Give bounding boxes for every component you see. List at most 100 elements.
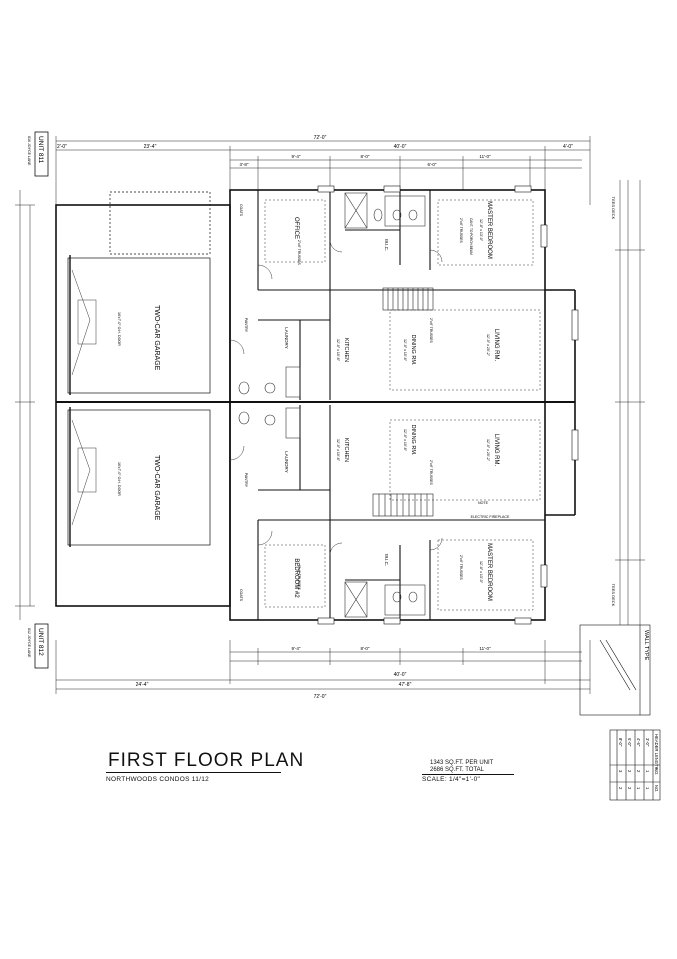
seg-c-dimension-bottom: 11'-0" bbox=[479, 646, 491, 651]
wic-label-bottom: W.I.C. bbox=[384, 554, 389, 566]
unit-tag-box-bottom bbox=[34, 623, 49, 669]
header-table-cell: 3'-0" bbox=[645, 738, 650, 747]
dining-label-top: DINING RM. bbox=[410, 335, 416, 366]
living-dim-top: 12'-0" x 20'-2" bbox=[486, 334, 490, 357]
coats-label-top: COATS bbox=[239, 204, 243, 217]
header-table-cell: 3 bbox=[618, 770, 623, 773]
garage-door-symbols bbox=[71, 269, 97, 526]
trusses-note-master-top: 2"x4" TRUSSES bbox=[459, 218, 463, 244]
header-table-col-no2: NO. bbox=[654, 785, 659, 792]
door-swings bbox=[229, 239, 443, 556]
seg-a-dimension-top: 9'-4" bbox=[292, 154, 301, 159]
top-dimension-lines bbox=[55, 136, 591, 205]
living-dim-bottom: 12'-0" x 20'-2" bbox=[486, 439, 490, 462]
seg-b-dimension-bottom: 8'-0" bbox=[361, 646, 370, 651]
sheet-title: FIRST FLOOR PLAN bbox=[108, 750, 305, 771]
seg-d-dimension-top: 2'-0" bbox=[57, 144, 67, 150]
interior-walls-top bbox=[257, 190, 545, 400]
area-total: 2686 SQ.FT. TOTAL bbox=[430, 767, 485, 773]
trusses-note-living-top: 2"x4" TRUSSES bbox=[429, 318, 433, 344]
stairs-top bbox=[382, 287, 434, 311]
title-underline bbox=[106, 772, 281, 773]
area-per-unit: 1343 SQ.FT. PER UNIT bbox=[430, 760, 494, 766]
right-dimension-bottom: 47'-8" bbox=[399, 682, 412, 688]
garage-dimension-top: 23'-4" bbox=[144, 144, 157, 150]
header-table-col-no1: NO. bbox=[654, 768, 659, 775]
kitchen-label-top: KITCHEN bbox=[343, 338, 349, 362]
header-table-cell: 6'-0" bbox=[627, 738, 632, 747]
header-table-cell: 2 bbox=[627, 770, 632, 773]
pantry-label-bottom: PANTRY bbox=[244, 473, 248, 488]
wic-label-top: W.I.C. bbox=[384, 239, 389, 251]
master-bedroom-label-bottom: MASTER BEDROOM bbox=[486, 543, 492, 601]
bath-fixtures-top bbox=[238, 192, 426, 398]
scale-overline bbox=[422, 774, 514, 775]
wall-type-legend bbox=[579, 624, 651, 716]
header-table-cell: 4'-6" bbox=[636, 738, 641, 747]
bath-fixtures-bottom bbox=[238, 407, 426, 618]
trusses-note-office: 2"x4" TRUSSES bbox=[297, 240, 301, 266]
overall-dimension-bottom: 72'-0" bbox=[314, 694, 327, 700]
dining-label-bottom: DINING RM. bbox=[410, 425, 416, 456]
dining-dim-bottom: 12'-0" x 10'-6" bbox=[403, 429, 407, 452]
header-table-cell: 2 bbox=[636, 770, 641, 773]
header-table-cell: 1 bbox=[636, 787, 641, 790]
office-label: OFFICE bbox=[293, 217, 299, 239]
wall-type-title: WALL TYPE bbox=[643, 630, 649, 661]
trusses-sub-master-top: CANT. TO PORCH BEAM bbox=[469, 218, 473, 255]
windows bbox=[317, 185, 579, 625]
drawing-scale: SCALE: 1/4"=1'-0" bbox=[422, 776, 481, 783]
header-table-cell: 8'-0" bbox=[618, 738, 623, 747]
seg-b-dimension-top: 8'-0" bbox=[361, 154, 370, 159]
garage-door-note-bottom: 16'x7'-0" O.H. DOOR bbox=[117, 462, 121, 496]
garages bbox=[67, 191, 211, 547]
master-bedroom-label-top: MASTER BEDROOM bbox=[486, 201, 492, 259]
stairs-bottom bbox=[372, 493, 434, 517]
trusses-note-bedroom2: 2"x4" TRUSSES bbox=[297, 565, 301, 591]
header-table-cell: 2 bbox=[627, 787, 632, 790]
garage-label-top: TWO-CAR GARAGE bbox=[153, 305, 160, 371]
master-dim-top: 12'-8" x 13'-0" bbox=[479, 219, 483, 242]
seg-e-dimension-top: 3'-8" bbox=[240, 162, 249, 167]
ceiling-outlines-bottom bbox=[264, 419, 541, 611]
deck-label-bottom: TEES DECK bbox=[611, 584, 616, 607]
garage-label-bottom: TWO-CAR GARAGE bbox=[153, 455, 160, 521]
note-label: NOTE bbox=[478, 501, 489, 505]
laundry-label-top: LAUNDRY bbox=[284, 327, 289, 348]
header-table-grid bbox=[609, 729, 661, 801]
unit-label-top: UNIT 811 bbox=[37, 136, 44, 164]
header-table-rows: 3'-0"114'-6"216'-0"228'-0"32 bbox=[618, 738, 650, 790]
header-table-cell: 1 bbox=[645, 787, 650, 790]
fireplace-label: ELECTRIC FIREPLACE bbox=[471, 515, 510, 519]
pantry-label-top: PANTRY bbox=[244, 318, 248, 333]
trusses-note-master-bottom: 2"x4" TRUSSES bbox=[459, 555, 463, 581]
interior-walls-bottom bbox=[257, 405, 545, 620]
living-label-top: LIVING RM. bbox=[493, 329, 499, 362]
house-dimension-bottom: 40'-0" bbox=[394, 672, 407, 678]
overall-dimension-top: 72'-0" bbox=[314, 135, 327, 141]
kitchen-dim-bottom: 12'-0" x 10'-6" bbox=[336, 439, 340, 462]
unit-address-top: 816 JOYCE LANE bbox=[27, 136, 31, 166]
dining-dim-top: 12'-0" x 10'-6" bbox=[403, 339, 407, 362]
left-dimension-bottom: 24'-4" bbox=[136, 682, 149, 688]
ceiling-outlines-top bbox=[264, 199, 541, 391]
unit-label-bottom: UNIT 812 bbox=[37, 628, 44, 656]
side-dimension-lines bbox=[15, 180, 645, 625]
offset-dimension-top: 4'-0" bbox=[563, 144, 573, 150]
house-dimension-top: 40'-0" bbox=[394, 144, 407, 150]
bottom-dimension-lines bbox=[55, 640, 591, 694]
master-dim-bottom: 12'-8" x 13'-0" bbox=[479, 561, 483, 584]
unit-tag-box-top bbox=[34, 131, 49, 177]
garage-door-note-top: 16'x7'-0" O.H. DOOR bbox=[117, 312, 121, 346]
project-name: NORTHWOODS CONDOS 11/12 bbox=[106, 776, 210, 783]
unit-address-bottom: 812 JOYCE LANE bbox=[27, 628, 31, 658]
header-table-cell: 2 bbox=[618, 787, 623, 790]
living-label-bottom: LIVING RM. bbox=[493, 434, 499, 467]
seg-c-dimension-top: 11'-0" bbox=[479, 154, 491, 159]
trusses-note-living-bottom: 2"x4" TRUSSES bbox=[429, 460, 433, 486]
header-table-title: HEADER LENGTH bbox=[654, 734, 659, 770]
kitchen-dim-top: 12'-0" x 10'-6" bbox=[336, 339, 340, 362]
exterior-walls bbox=[55, 189, 576, 621]
